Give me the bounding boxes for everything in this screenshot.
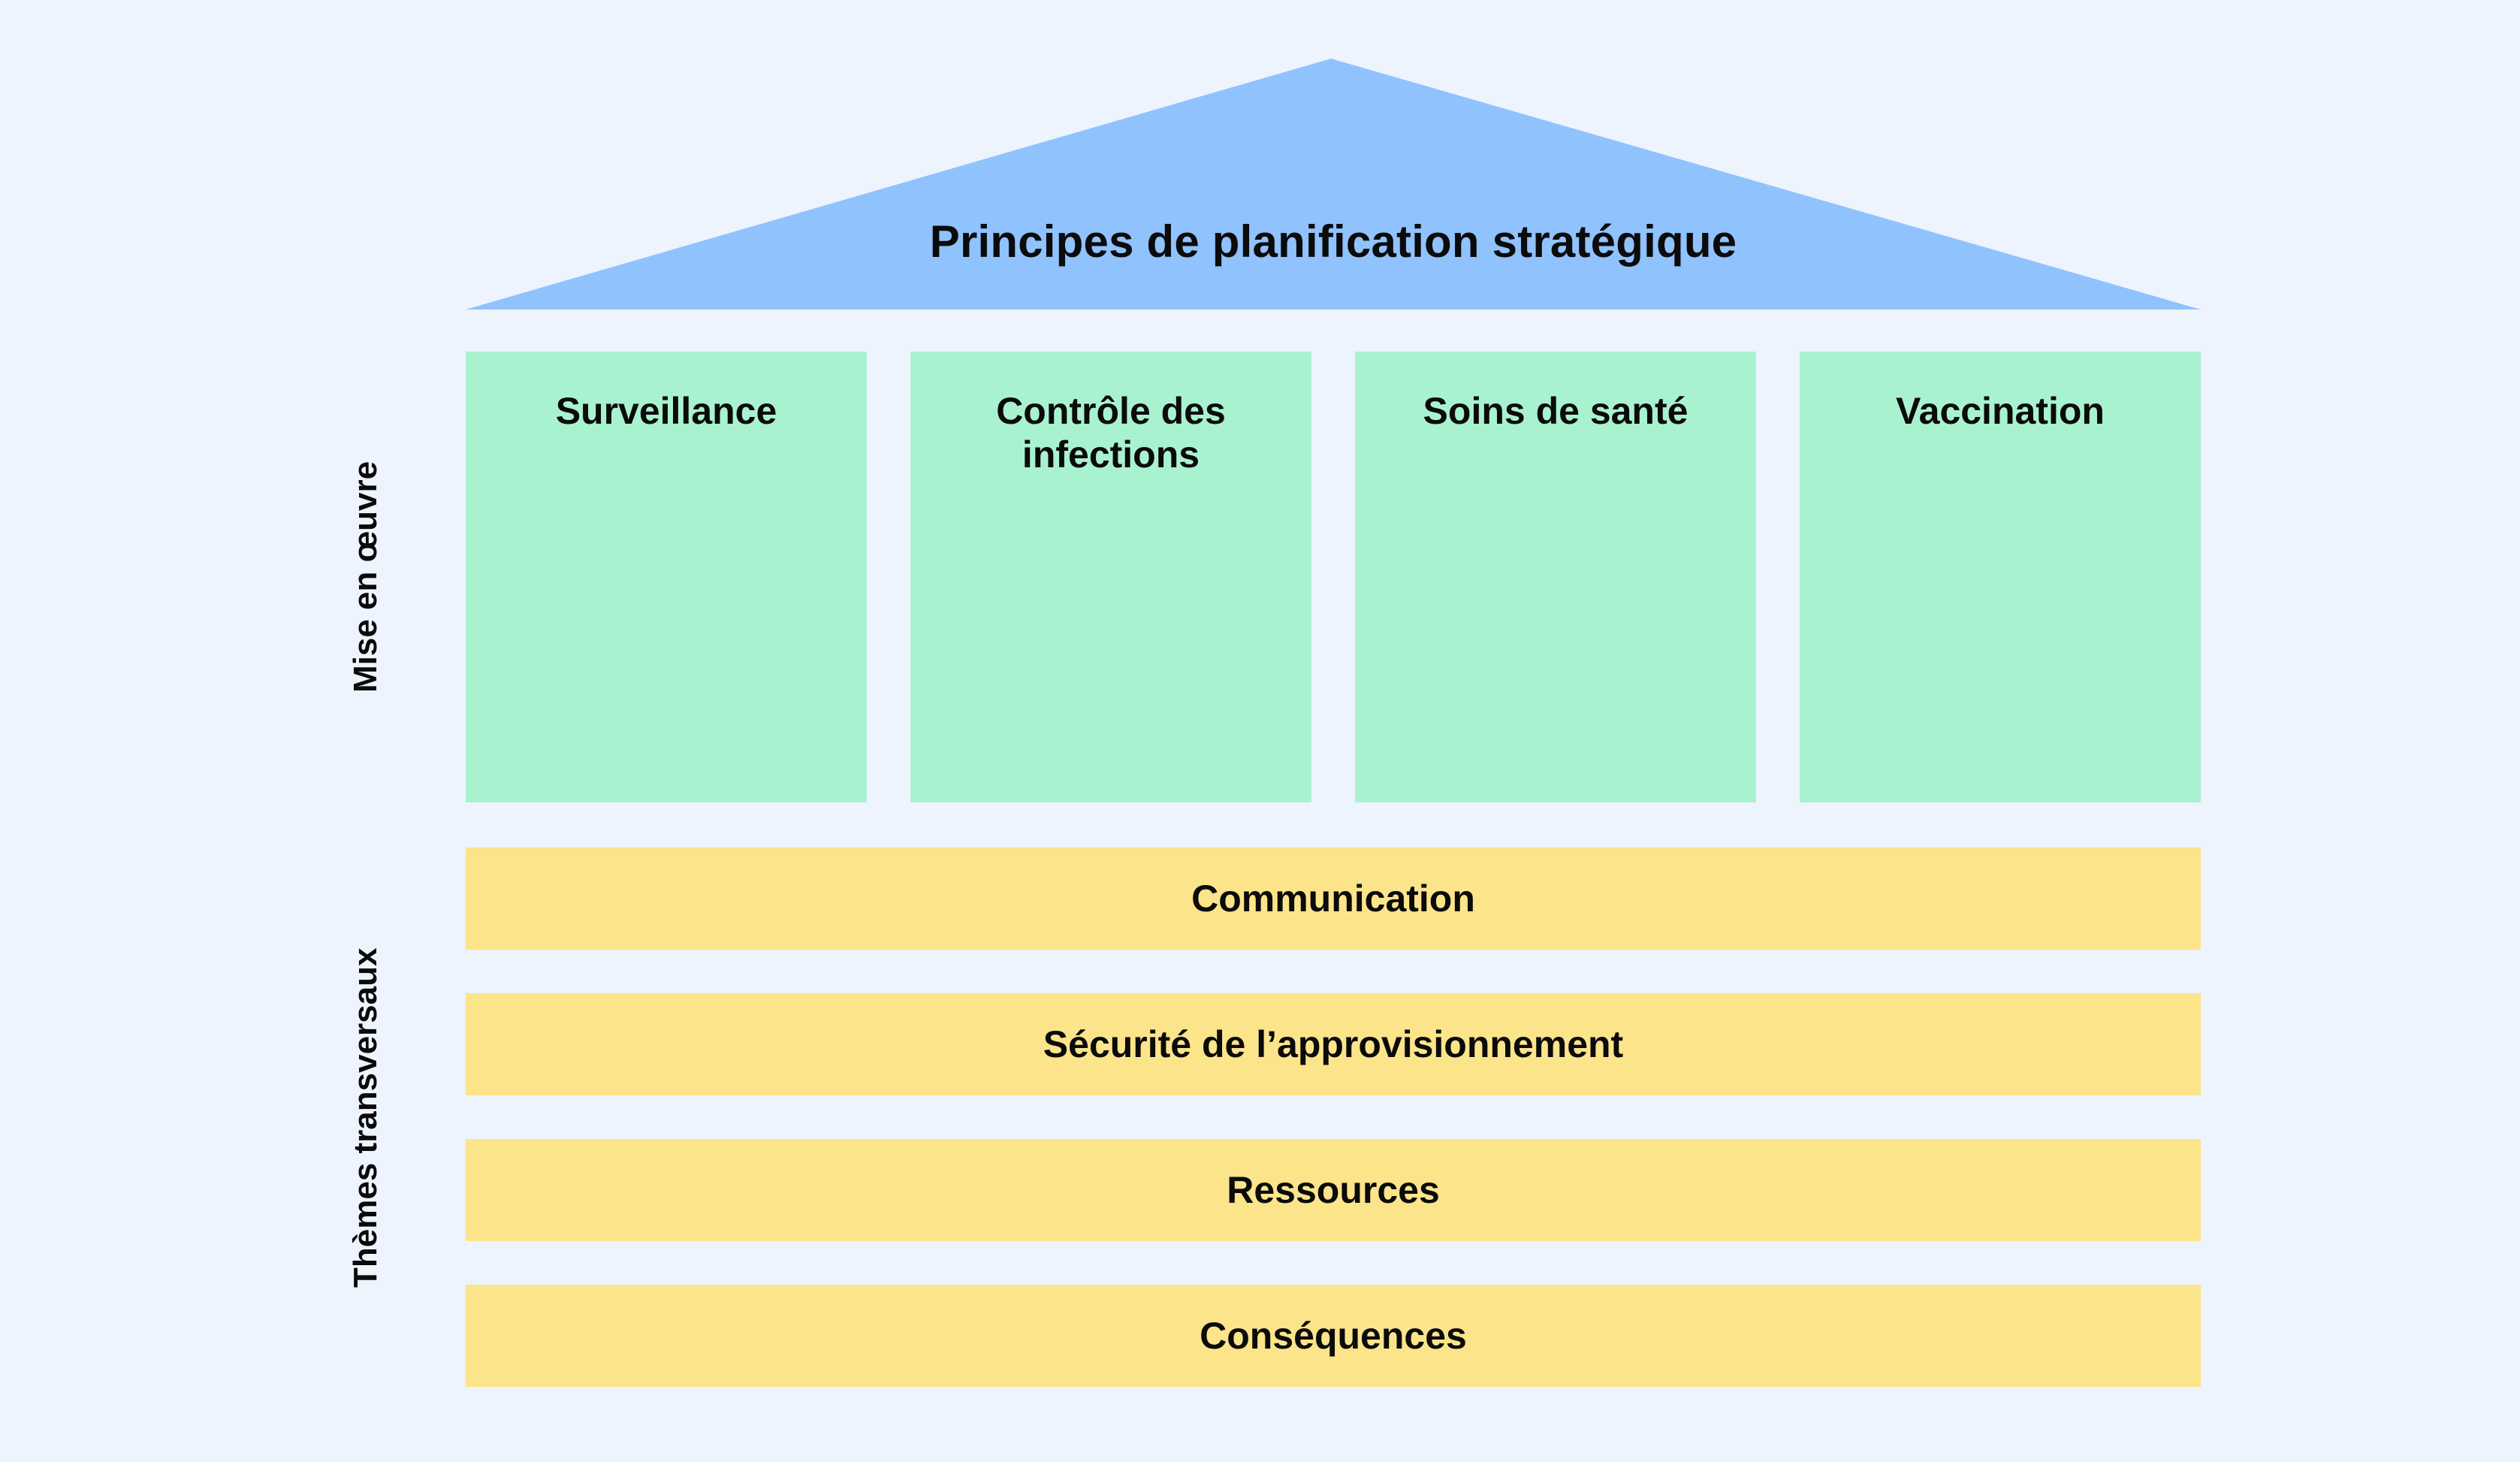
pillar-label: Soins de santé bbox=[1423, 390, 1689, 432]
bar-label: Ressources bbox=[1227, 1169, 1440, 1211]
bar-resources: Ressources bbox=[466, 1139, 2201, 1241]
pillar-infection-control: Contrôle des infections bbox=[910, 352, 1311, 802]
pillar-label: Vaccination bbox=[1896, 390, 2105, 432]
roof-triangle-icon bbox=[466, 59, 2201, 310]
bar-label: Conséquences bbox=[1200, 1315, 1467, 1357]
pillar-label: Contrôle des infections bbox=[996, 390, 1226, 476]
roof-section: Principes de planification stratégique bbox=[466, 59, 2201, 310]
pillar-healthcare: Soins de santé bbox=[1355, 352, 1756, 802]
pillar-label: Surveillance bbox=[555, 390, 777, 432]
pillars-row: Surveillance Contrôle des infections Soi… bbox=[466, 352, 2201, 802]
bar-label: Sécurité de l’approvisionnement bbox=[1043, 1023, 1624, 1065]
bar-communication: Communication bbox=[466, 847, 2201, 950]
pillar-vaccination: Vaccination bbox=[1800, 352, 2201, 802]
pillar-surveillance: Surveillance bbox=[466, 352, 867, 802]
bar-supply-security: Sécurité de l’approvisionnement bbox=[466, 993, 2201, 1095]
side-label-crosscutting: Thèmes transversaux bbox=[347, 947, 384, 1288]
crosscutting-bars: Communication Sécurité de l’approvisionn… bbox=[466, 847, 2201, 1388]
side-label-implementation: Mise en œuvre bbox=[347, 461, 384, 693]
bar-consequences: Conséquences bbox=[466, 1285, 2201, 1387]
bar-label: Communication bbox=[1191, 878, 1475, 920]
